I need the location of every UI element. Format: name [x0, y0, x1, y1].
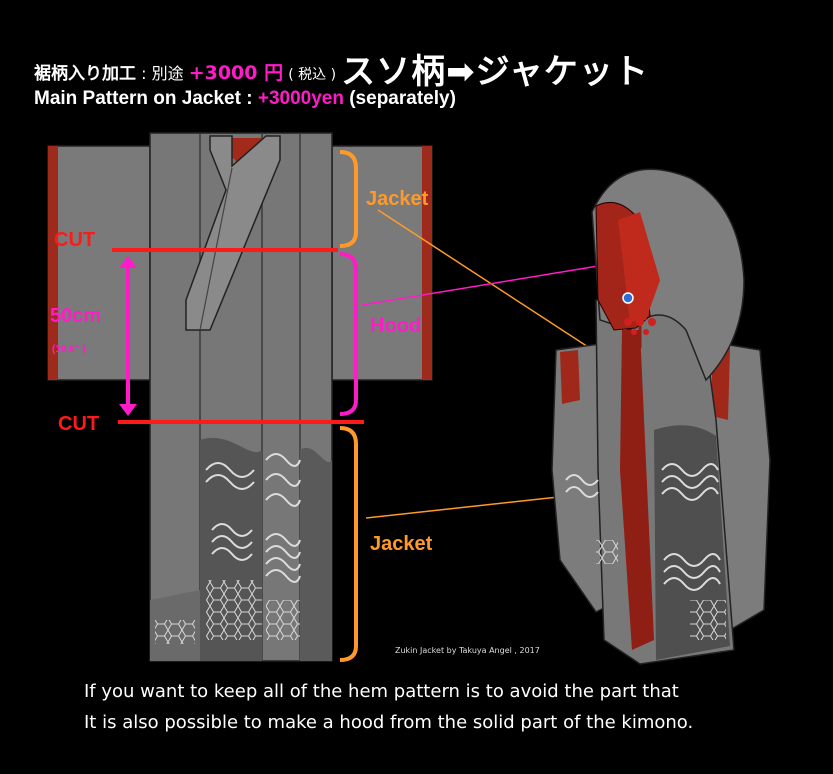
cut-label-bottom: CUT — [58, 413, 99, 435]
en-title: Main Pattern on Jacket : — [34, 88, 258, 109]
jp-tax: ( 税込 ) — [288, 67, 337, 83]
header-line-en: Main Pattern on Jacket : +3000yen (separ… — [34, 88, 456, 110]
kimono-illustration — [47, 132, 433, 662]
eye-ornament — [622, 292, 634, 304]
header-line-jp: 裾柄入り加工 : 別途 +3000 円 ( 税込 ) スソ柄➡ジャケット — [34, 44, 649, 93]
hem-pattern — [150, 437, 332, 661]
jp-colon: : — [141, 64, 147, 83]
jacket-bottom-bracket — [339, 426, 358, 662]
jp-headline: スソ柄➡ジャケット — [341, 52, 649, 92]
right-sleeve — [331, 145, 433, 381]
jacket-top-label: Jacket — [366, 188, 429, 210]
en-note: (separately) — [343, 88, 456, 109]
knot-ornament — [624, 318, 656, 335]
front-band — [620, 330, 654, 650]
cut-label-top: CUT — [54, 229, 95, 251]
hood-label: Hood — [370, 315, 421, 337]
en-price: +3000yen — [257, 88, 344, 109]
footer-line-1: If you want to keep all of the hem patte… — [84, 681, 679, 702]
length-label: 50cm — [50, 305, 101, 327]
length-arrow — [119, 256, 137, 416]
jp-separately: 別途 — [151, 64, 184, 83]
jp-price: +3000 円 — [188, 62, 284, 84]
right-sleeve-lining — [422, 146, 432, 380]
hood-bracket — [339, 252, 358, 416]
hooded-jacket-illustration — [551, 168, 771, 665]
left-sleeve-lining — [48, 146, 58, 380]
jp-title: 裾柄入り加工 — [34, 64, 136, 84]
credit-text: Zukin Jacket by Takuya Angel , 2017 — [395, 646, 540, 655]
jacket-bottom-label: Jacket — [370, 533, 433, 555]
length-inches-label: (19.6" ) — [52, 344, 86, 355]
footer-line-2: It is also possible to make a hood from … — [84, 712, 694, 733]
jacket-top-bracket — [339, 150, 358, 248]
